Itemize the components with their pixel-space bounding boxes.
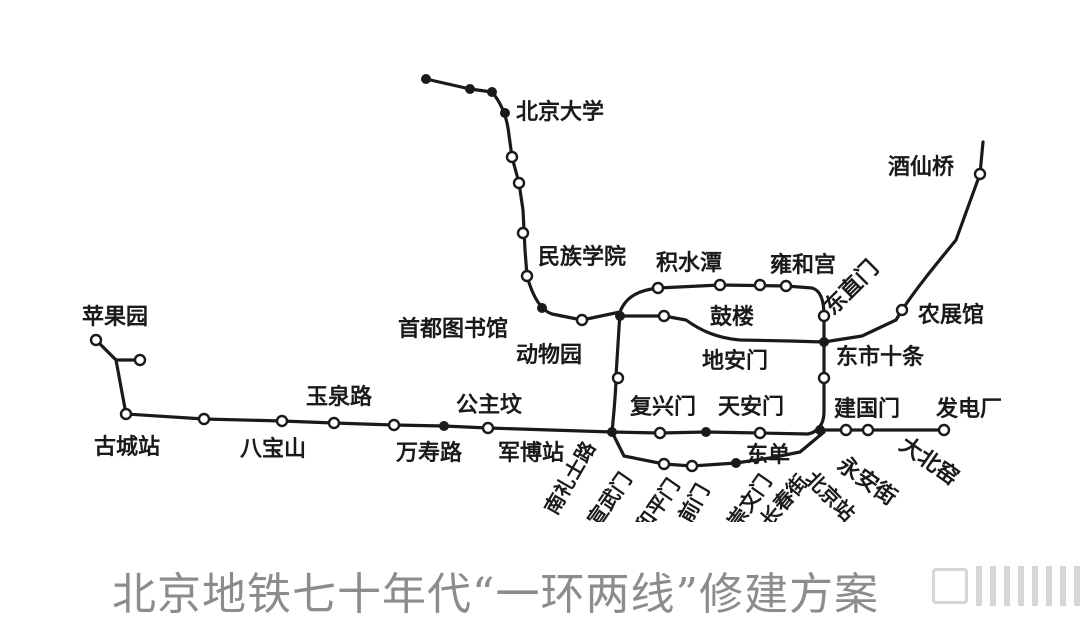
label-di-anmen: 地安门 [702,348,768,374]
station-dot [713,278,727,292]
station-dot [89,333,103,347]
label-shoudu-tushuguan: 首都图书馆 [398,316,508,342]
station-dot [275,414,289,428]
label-jianguomen: 建国门 [834,396,900,422]
station-dot [731,458,741,468]
label-dabeiyao: 大北窑 [895,432,964,491]
watermark-logo [932,566,1080,606]
label-fadianchang: 发电厂 [935,396,1002,422]
label-gongzhufen: 公主坟 [456,392,522,418]
watermark-bar [1046,566,1052,606]
station-dot [327,416,341,430]
label-junbozhan: 军博站 [498,440,564,466]
station-dot [505,150,519,164]
station-dot [512,176,526,190]
station-dot [815,425,825,435]
station-dot [575,313,589,327]
station-dot [439,421,449,431]
station-dot [520,269,534,283]
station-dot [973,167,987,181]
label-tian-anmen: 天安门 [718,394,784,420]
station-dot [653,426,667,440]
south-loop [610,430,826,468]
label-xuanwumen: 宣武门 [582,468,636,531]
label-yonghegong: 雍和宫 [770,252,836,278]
watermark-icon [932,568,968,604]
station-dot [500,108,510,118]
label-dongwuyuan: 动物园 [516,342,582,368]
station-dot [839,423,853,437]
station-dot [657,309,671,323]
label-wanshoulu: 万寿路 [395,440,463,466]
map-caption: 北京地铁七十年代“一环两线”修建方案 [112,569,879,620]
label-fuxingmen: 复兴门 [629,394,696,420]
label-jishuitan: 积水潭 [656,251,722,276]
station-dot [465,84,475,94]
west-branch [94,338,142,416]
station-dot [387,418,401,432]
stations [89,74,987,473]
label-dongsi-shitiao: 东市十条 [836,344,925,370]
label-beijing-daxue: 北京大学 [516,99,604,125]
station-dot [895,303,909,317]
label-hepingmen: 和平门 [630,474,684,537]
station-dot [487,87,497,97]
label-jiuxianqiao: 酒仙桥 [888,154,954,180]
watermark-bar [990,566,996,606]
west-line [124,412,614,434]
watermark-bar [1018,566,1024,606]
station-dot [817,309,831,323]
watermark-bar [976,566,982,606]
watermark-bar [1074,566,1080,606]
station-dot [701,427,711,437]
station-dot [611,371,625,385]
station-dot [685,459,699,473]
station-dot [537,303,547,313]
station-dot [197,412,211,426]
station-dot [651,281,665,295]
station-dot [133,353,147,367]
station-dot [481,421,495,435]
watermark-bar [1060,566,1066,606]
station-dot [817,371,831,385]
ring-chord [618,314,826,344]
station-dot [819,337,829,347]
label-minzu-xueyuan: 民族学院 [538,244,626,270]
watermark-bar [1004,566,1010,606]
station-dot [937,423,951,437]
label-pingguoyuan: 苹果园 [82,305,148,330]
station-dot [657,457,671,471]
station-dot [753,278,767,292]
station-dot [421,74,431,84]
station-dot [753,426,767,440]
label-guchengzhan: 古城站 [94,434,160,460]
station-dot [607,427,617,437]
watermark-bar [1032,566,1038,606]
label-nongzhanguan: 农展馆 [917,302,984,328]
station-dot [119,407,133,421]
cutoff-labels: 南礼士路 宣武门 和平门 前门 崇文门 长春街 北京站 [540,436,860,537]
label-yuquanlu: 玉泉路 [306,384,373,410]
label-dongdan: 东单 [746,442,790,468]
label-babaoshan: 八宝山 [240,436,306,462]
label-gulou: 鼓楼 [710,305,754,330]
station-dot [615,311,625,321]
station-dot [516,226,530,240]
station-dot [861,423,875,437]
station-dot [779,279,793,293]
